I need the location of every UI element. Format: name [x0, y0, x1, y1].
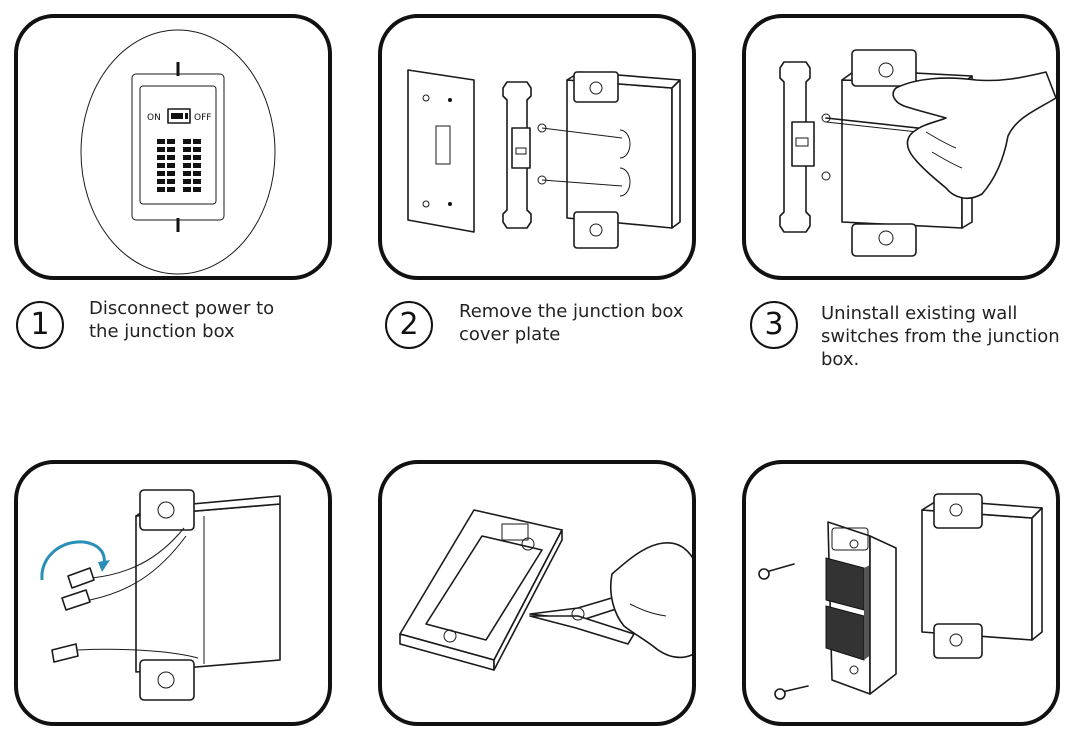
mounting-bracket-icon [399, 509, 563, 671]
step-1-caption: Disconnect power to the junction box [89, 298, 275, 342]
cover-plate-illustration [407, 69, 681, 249]
step-3-caption: Uninstall existing wall switches from th… [821, 303, 1060, 370]
panel-pliers [378, 460, 696, 726]
breaker-rows-icon [157, 139, 201, 192]
on-label: ON [147, 113, 161, 123]
panel-remove-cover [378, 14, 696, 280]
uninstall-illustration [779, 49, 1056, 257]
off-label: OFF [194, 113, 211, 123]
smart-switch-icon [825, 521, 897, 695]
wire-nut-icon [51, 567, 95, 663]
step-2-number: 2 [385, 301, 433, 349]
rotate-arrow-icon [40, 540, 106, 581]
step-3-number: 3 [750, 301, 798, 349]
step-1-number: 1 [16, 301, 64, 349]
cover-plate-icon [407, 69, 475, 233]
screw-icon [758, 563, 809, 700]
hand-icon [892, 71, 1056, 200]
junction-box-icon [541, 71, 681, 249]
wires-illustration [40, 489, 281, 701]
step-2-caption: Remove the junction box cover plate [459, 301, 684, 345]
install-illustration [758, 493, 1043, 700]
junction-box-icon [135, 489, 281, 701]
hand-icon [609, 542, 692, 659]
pliers-illustration [399, 509, 692, 671]
panel-install-switch [742, 460, 1060, 726]
breaker-illustration: ON OFF [80, 29, 276, 275]
panel-wires [14, 460, 332, 726]
panel-uninstall-switch [742, 14, 1060, 280]
junction-box-icon [921, 493, 1043, 659]
panel-disconnect-power: ON OFF [14, 14, 332, 280]
breaker-switch-icon [167, 108, 191, 124]
